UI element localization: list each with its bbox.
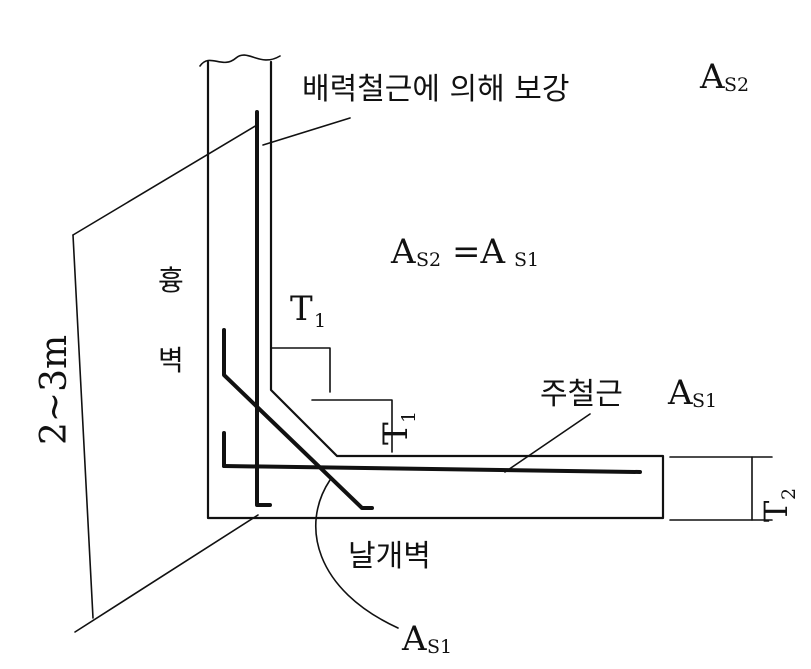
bottom-subscript: S1 (427, 636, 452, 658)
wall-outline (199, 54, 665, 520)
equation-rhs-subscript: S1 (514, 249, 539, 271)
svg-text:T: T (757, 500, 795, 522)
leader-lines (262, 117, 591, 629)
main-rebar-symbol: A (667, 373, 693, 413)
svg-text:T: T (376, 422, 416, 445)
height-dimension (72, 124, 259, 633)
t1-top-label: T (290, 289, 313, 329)
main-rebar-subscript: S1 (692, 390, 717, 412)
rebar-group (222, 110, 642, 510)
top-rebar-label: 배력철근에 의해 보강 (302, 72, 569, 107)
equation-lhs-subscript: S2 (416, 249, 441, 271)
equation-equals: =A (452, 232, 505, 272)
top-rebar-subscript: S2 (724, 74, 749, 96)
diagonal-corner-rebar (222, 328, 374, 510)
top-rebar-symbol: A (699, 57, 725, 97)
t1-rotated-label: T 1 (376, 411, 420, 445)
wing-wall-label: 날개벽 (348, 539, 431, 574)
main-rebar-label: 주철근 (540, 377, 623, 412)
distribution-rebar (255, 110, 272, 507)
bottom-symbol: A (401, 619, 427, 659)
wall-label-char2: 벽 (158, 344, 184, 377)
t1-dimensions (270, 347, 393, 453)
equation-lhs: A (390, 232, 416, 272)
wall-label-char1: 흉 (158, 264, 184, 297)
svg-text:1: 1 (398, 411, 420, 423)
svg-text:2: 2 (778, 488, 800, 500)
height-label: 2~3m (34, 335, 75, 445)
t2-dimension (669, 456, 773, 521)
t1-top-subscript: 1 (314, 310, 326, 332)
main-rebar-horizontal (222, 464, 642, 474)
t2-label: T 2 (757, 488, 800, 522)
